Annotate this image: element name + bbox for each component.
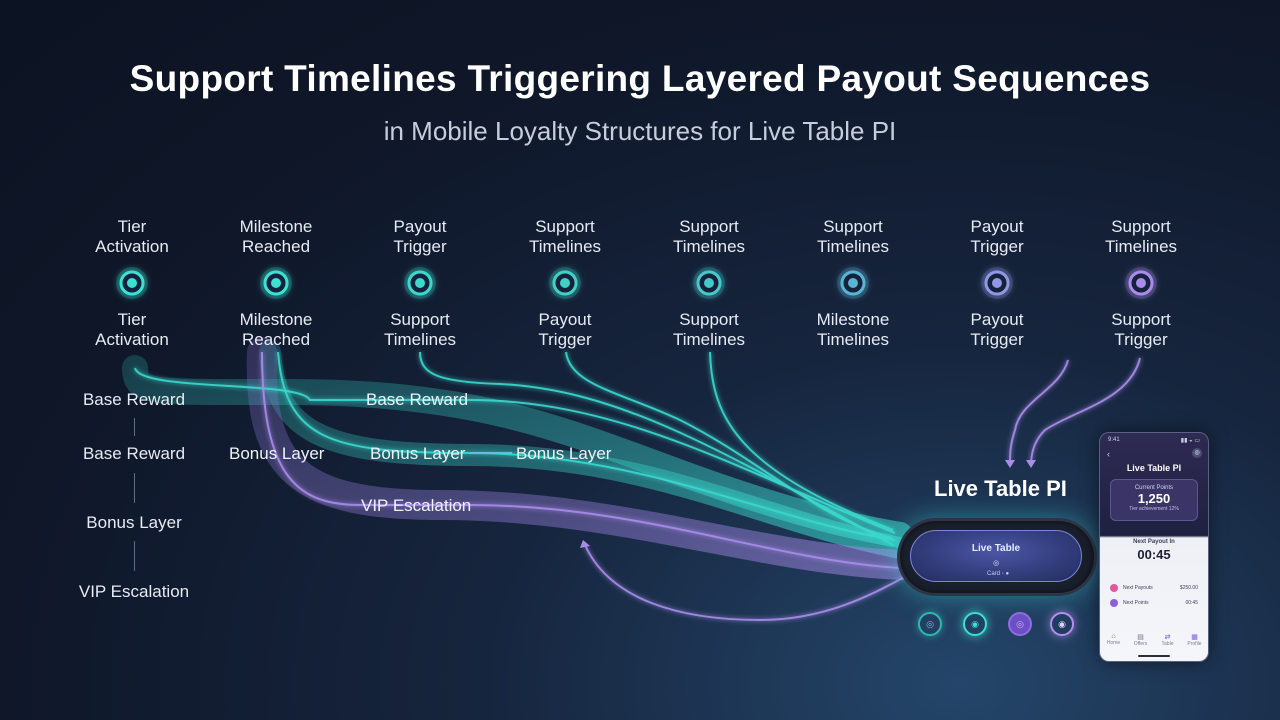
table-icon: ⇄ <box>1164 634 1171 641</box>
side-label-vip-escalation: VIP Escalation <box>78 582 190 601</box>
nav-item-profile[interactable]: ▦Profile <box>1185 633 1205 653</box>
timeline-node-core <box>704 278 714 288</box>
timeline-top-label: Tier Activation <box>95 217 169 256</box>
payout-timer-value: 00:45 <box>1137 547 1171 562</box>
timeline-node-core <box>1136 278 1146 288</box>
side-divider <box>134 473 135 503</box>
timeline-bottom-label: Support Timelines <box>672 310 746 349</box>
phone-status-icons: ▮▮ ◒ ▭ <box>1180 438 1200 444</box>
table-small-text: Card ◦ ● <box>987 571 1010 577</box>
timeline-top-label: Support Timelines <box>816 217 890 256</box>
flow-line-8 <box>1009 359 1069 463</box>
timeline-node-core <box>415 278 425 288</box>
table-felt: Live Table ◎ Card ◦ ● <box>910 530 1082 582</box>
flow-band-bonus <box>259 341 911 559</box>
profile-icon: ▦ <box>1191 634 1198 641</box>
list-item-value: $250.00 <box>1179 585 1198 591</box>
timeline-bottom-label: Payout Trigger <box>970 310 1024 349</box>
timeline-node-core <box>560 278 570 288</box>
side-label-base-reward-2: Base Reward <box>82 444 186 463</box>
nav-label: Profile <box>1187 641 1202 647</box>
arrow-head-1 <box>1005 460 1015 468</box>
home-indicator <box>1138 655 1170 657</box>
chip-icon: ◎ <box>993 560 1000 567</box>
list-item-label: Next Payouts <box>1123 585 1153 591</box>
list-item[interactable]: Next Points 00:45 <box>1110 598 1198 610</box>
side-label-base-reward-1: Base Reward <box>82 390 186 409</box>
live-table-title: Live Table PI <box>934 476 1067 501</box>
timeline-top-label: Support Timelines <box>528 217 602 256</box>
timeline-top-label: Payout Trigger <box>393 217 447 256</box>
flow-label-bonus-layer-2: Bonus Layer <box>370 444 466 463</box>
points-dot-icon <box>1110 599 1118 607</box>
points-card-label: Current Points <box>1134 485 1174 491</box>
offers-icon: ▤ <box>1137 634 1144 641</box>
page-subtitle: in Mobile Loyalty Structures for Live Ta… <box>383 116 897 146</box>
payout-dot-icon <box>1110 584 1118 592</box>
flow-line-6 <box>261 351 901 569</box>
side-divider <box>134 541 135 571</box>
timeline-node-core <box>271 278 281 288</box>
flow-line-3 <box>419 351 894 546</box>
timeline-top-label: Support Timelines <box>1104 217 1178 256</box>
nav-item-offers[interactable]: ▤Offers <box>1131 633 1151 653</box>
points-card-value: 1,250 <box>1137 491 1171 506</box>
list-item[interactable]: Next Payouts $250.00 <box>1110 583 1198 595</box>
home-icon: ⌂ <box>1111 633 1116 640</box>
phone-bottom-nav: ⌂Home ▤Offers ⇄Table ▦Profile <box>1100 633 1208 653</box>
seat-icon[interactable]: ◉ <box>963 612 987 636</box>
flow-line-7 <box>584 544 909 622</box>
flow-label-bonus-layer-3: Bonus Layer <box>516 444 612 463</box>
timeline-nodes <box>116 267 1157 299</box>
nav-label: Home <box>1106 640 1121 646</box>
flow-line-1 <box>134 367 896 534</box>
timeline-bottom-label: Support Trigger <box>1111 310 1171 349</box>
seat-icon[interactable]: ◎ <box>918 612 942 636</box>
timeline-node-core <box>992 278 1002 288</box>
nav-label: Offers <box>1133 641 1148 647</box>
side-divider <box>134 418 135 436</box>
flow-label-vip-escalation: VIP Escalation <box>361 496 472 515</box>
timeline-bottom-label: Support Timelines <box>383 310 457 349</box>
nav-label: Table <box>1161 641 1174 647</box>
payout-timer: Next Payout In 00:45 <box>1100 539 1208 562</box>
seat-icon[interactable]: ◎ <box>1008 612 1032 636</box>
table-felt-label: Live Table <box>971 543 1021 554</box>
flow-line-4 <box>565 351 893 539</box>
flow-line-5 <box>709 351 894 531</box>
side-label-bonus-layer: Bonus Layer <box>86 513 182 532</box>
nav-item-table[interactable]: ⇄Table <box>1158 633 1178 653</box>
phone-title: Live Table PI <box>1126 463 1182 473</box>
list-item-label: Next Points <box>1123 600 1149 606</box>
arrow-head-3 <box>580 540 590 548</box>
poker-table[interactable]: Live Table ◎ Card ◦ ● <box>897 518 1097 596</box>
flow-label-base-reward: Base Reward <box>366 390 469 409</box>
phone-status-time: 9:41 <box>1108 437 1120 443</box>
flow-line-9 <box>1030 357 1141 463</box>
timeline-bottom-label: Milestone Timelines <box>816 310 890 349</box>
timeline-bottom-label: Tier Activation <box>95 310 169 349</box>
seat-icon[interactable]: ◉ <box>1050 612 1074 636</box>
phone-mockup: 9:41 ▮▮ ◒ ▭ ‹ ◎ Live Table PI Current Po… <box>1099 432 1209 662</box>
flow-label-bonus-layer-1: Bonus Layer <box>229 444 325 463</box>
timeline-top-label: Milestone Reached <box>239 217 313 256</box>
list-item-value: 00:45 <box>1185 600 1198 606</box>
timeline-top-label: Support Timelines <box>672 217 746 256</box>
timeline-node-core <box>127 278 137 288</box>
settings-icon[interactable]: ◎ <box>1192 448 1202 458</box>
payout-timer-label: Next Payout In <box>1133 539 1175 545</box>
timeline-node-core <box>848 278 858 288</box>
timeline-top-label: Payout Trigger <box>970 217 1024 256</box>
timeline-bottom-label: Payout Trigger <box>538 310 592 349</box>
arrow-head-2 <box>1026 460 1036 468</box>
back-arrow-icon[interactable]: ‹ <box>1107 449 1110 459</box>
points-card[interactable]: Current Points 1,250 Tier achievement 12… <box>1110 479 1198 521</box>
points-card-sub: Tier achievement 12% <box>1129 506 1179 512</box>
timeline-bottom-label: Milestone Reached <box>239 310 313 349</box>
page-title: Support Timelines Triggering Layered Pay… <box>129 58 1151 99</box>
nav-item-home[interactable]: ⌂Home <box>1104 633 1124 653</box>
